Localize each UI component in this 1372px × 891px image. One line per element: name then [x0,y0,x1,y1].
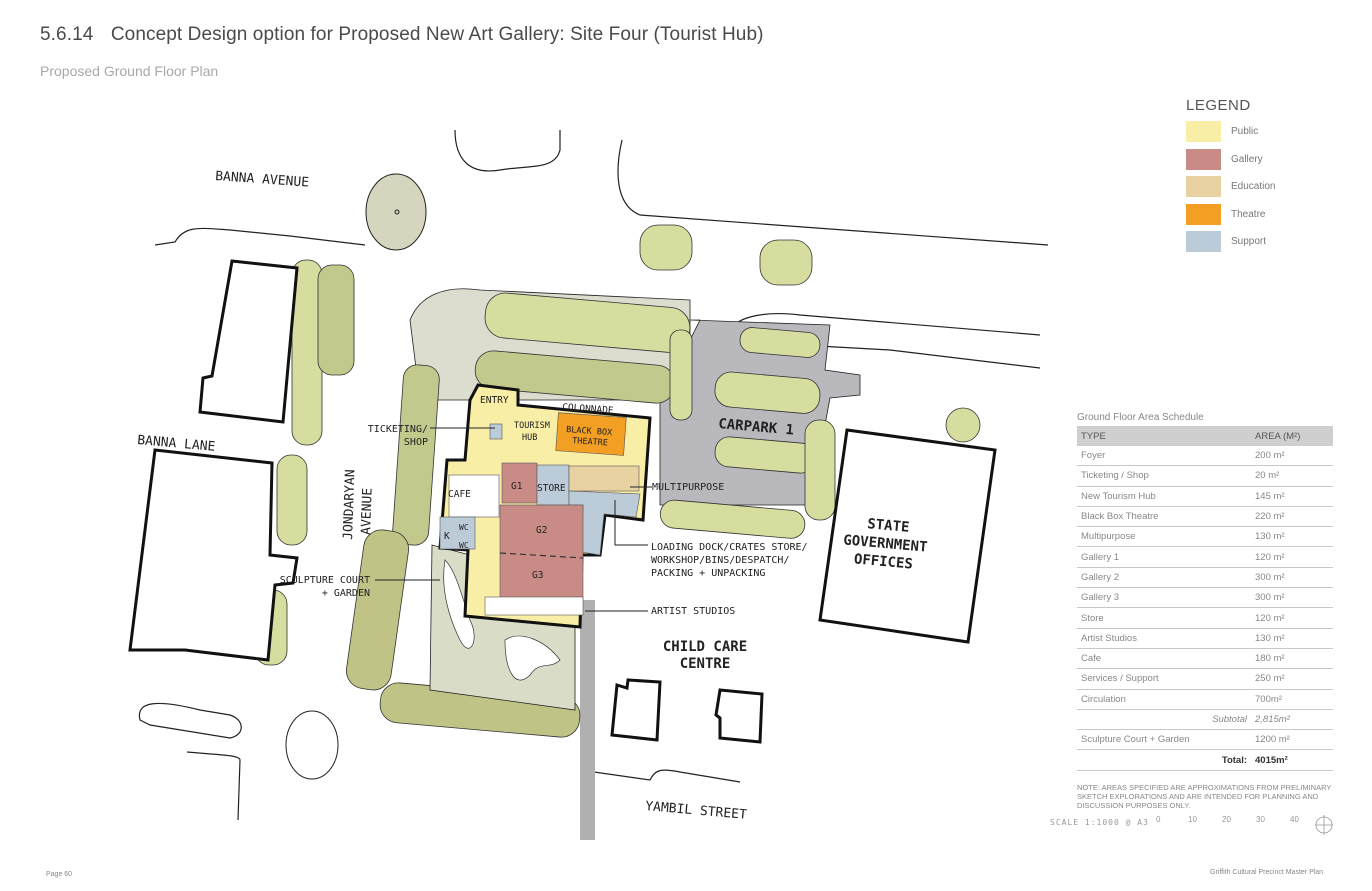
state-gov-label-1: STATE [867,516,910,536]
room-wc-2: WC [459,541,469,550]
tree-rows [254,224,981,738]
column-header-area: AREA (M²) [1251,426,1333,446]
room-k: K [444,531,450,542]
legend: LEGEND Public Gallery Education Theatre … [1186,97,1275,256]
room-black-box-1: BLACK BOX [566,425,614,438]
callout-ticketing-1: TICKETING/ [368,424,428,435]
site-plan-drawing: BANNA AVENUE BANNA LANE JONDARYAN AVENUE… [128,129,1049,840]
street-jondaryan-2: AVENUE [359,488,376,535]
room-store: STORE [537,483,566,494]
state-government-building [818,428,997,644]
room-g2: G2 [536,525,547,536]
street-banna-avenue: BANNA AVENUE [215,169,310,191]
gallery-building [438,383,652,629]
room-g3: G3 [532,570,543,581]
area-schedule: Ground Floor Area Schedule TYPE AREA (M²… [1077,412,1333,771]
column-header-type: TYPE [1077,426,1251,446]
room-g1: G1 [511,481,523,492]
scale-tick: 40 [1290,815,1299,824]
callout-loading-1: LOADING DOCK/CRATES STORE/ [651,542,808,553]
street-banna-lane: BANNA LANE [137,433,216,455]
carpark-label: CARPARK 1 [718,416,795,439]
room-cafe: CAFE [448,489,471,500]
scale-tick: 0 [1156,815,1161,824]
street-jondaryan-1: JONDARYAN [341,469,358,540]
tree-circle [365,173,427,251]
legend-item-support: Support [1186,228,1275,256]
legend-item-gallery: Gallery [1186,146,1275,174]
legend-swatch [1186,176,1221,198]
scale-tick: 20 [1222,815,1231,824]
room-tourism-hub-1: TOURISM [514,421,550,431]
room-entry: ENTRY [480,395,509,406]
callout-sculpture-2: + GARDEN [322,588,370,599]
neighbor-buildings [128,259,997,744]
callout-sculpture-1: SCULPTURE COURT [280,575,370,586]
page-subtitle: Proposed Ground Floor Plan [40,63,219,79]
schedule-note: NOTE: AREAS SPECIFIED ARE APPROXIMATIONS… [1077,783,1332,810]
leader-lines [375,427,652,612]
legend-title: LEGEND [1186,97,1251,114]
legend-item-public: Public [1186,118,1275,146]
legend-swatch [1186,231,1221,253]
scale-tick: 30 [1256,815,1265,824]
street-yambil: YAMBIL STREET [645,799,748,823]
page-number: Page 60 [46,871,73,878]
room-black-box-2: THEATRE [572,436,608,448]
legend-item-theatre: Theatre [1186,201,1275,229]
room-tourism-hub-2: HUB [522,433,537,443]
document-title: Griffith Cultural Precinct Master Plan [1210,869,1324,876]
scale-tick: 10 [1188,815,1197,824]
scale-label: SCALE 1:1000 @ A3 [1050,818,1149,827]
child-care-label-1: CHILD CARE [663,639,747,655]
schedule-title: Ground Floor Area Schedule [1077,412,1204,423]
state-gov-label-3: OFFICES [853,551,913,572]
north-point-icon [1315,815,1333,835]
child-care-label-2: CENTRE [680,656,731,672]
callout-multipurpose: MULTIPURPOSE [652,482,724,493]
legend-item-education: Education [1186,173,1275,201]
legend-swatch [1186,203,1221,225]
legend-swatch [1186,121,1221,143]
callout-artist-studios: ARTIST STUDIOS [651,606,735,617]
page-title: 5.6.14 Concept Design option for Propose… [40,24,764,46]
title-text: Concept Design option for Proposed New A… [110,24,764,45]
room-wc-1: WC [459,523,469,532]
laneway [580,600,595,840]
callout-ticketing-2: SHOP [404,437,428,448]
total-row: Total:4015m² [1077,749,1333,771]
road-curbs [138,129,1049,821]
legend-swatch [1186,148,1221,170]
state-gov-label-2: GOVERNMENT [843,532,928,555]
callout-loading-3: PACKING + UNPACKING [651,568,765,579]
section-number: 5.6.14 [40,24,94,45]
room-colonnade: COLONNADE [562,402,614,417]
callout-loading-2: WORKSHOP/BINS/DESPATCH/ [651,555,789,566]
